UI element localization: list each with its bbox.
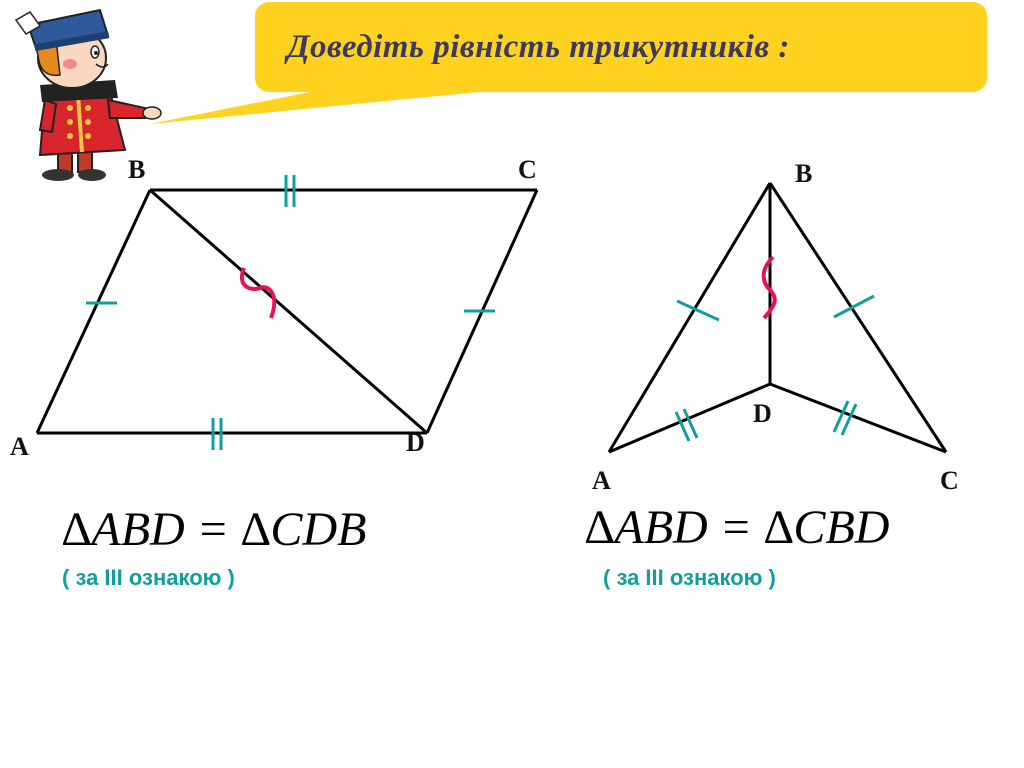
quadrilateral-abcd-right bbox=[607, 182, 948, 454]
label-right-c: C bbox=[940, 466, 959, 495]
parallelogram-abcd bbox=[35, 188, 539, 435]
single-tick-ab-right bbox=[676, 299, 720, 322]
title-banner: Доведіть рівність трикутників : bbox=[255, 2, 987, 92]
segment-dc-right bbox=[769, 382, 947, 454]
label-left-d: D bbox=[406, 428, 425, 457]
wave-mark-bd-right bbox=[761, 255, 777, 320]
equal-side-ticks-left bbox=[86, 175, 495, 450]
side-bc-right bbox=[768, 182, 948, 453]
cartoon-boy-mascot-icon bbox=[14, 8, 162, 181]
double-tick-ad-right-2 bbox=[682, 408, 699, 439]
side-ab-right bbox=[607, 182, 772, 453]
single-tick-bc-right bbox=[833, 294, 875, 319]
note-right: ( за III ознакою ) bbox=[603, 565, 776, 590]
side-ab bbox=[35, 189, 152, 434]
label-left-a: A bbox=[10, 432, 29, 461]
equation-left: ∆ABD = ∆CDB bbox=[62, 503, 367, 556]
label-right-d: D bbox=[753, 399, 772, 428]
label-left-b: B bbox=[128, 155, 145, 184]
label-right-b: B bbox=[795, 159, 812, 188]
wave-mark-bd bbox=[240, 267, 277, 319]
banner-title: Доведіть рівність трикутників : bbox=[287, 28, 790, 65]
double-tick-ad-right-1 bbox=[674, 411, 691, 442]
diagonal-bd bbox=[149, 188, 428, 435]
equal-side-ticks-right bbox=[674, 294, 875, 442]
label-right-a: A bbox=[592, 466, 611, 495]
double-tick-dc-right-2 bbox=[840, 403, 858, 436]
note-left: ( за III ознакою ) bbox=[62, 565, 235, 590]
double-tick-dc-right-1 bbox=[832, 400, 850, 433]
label-left-c: C bbox=[518, 155, 537, 184]
equation-right: ∆ABD = ∆CBD bbox=[585, 501, 890, 554]
